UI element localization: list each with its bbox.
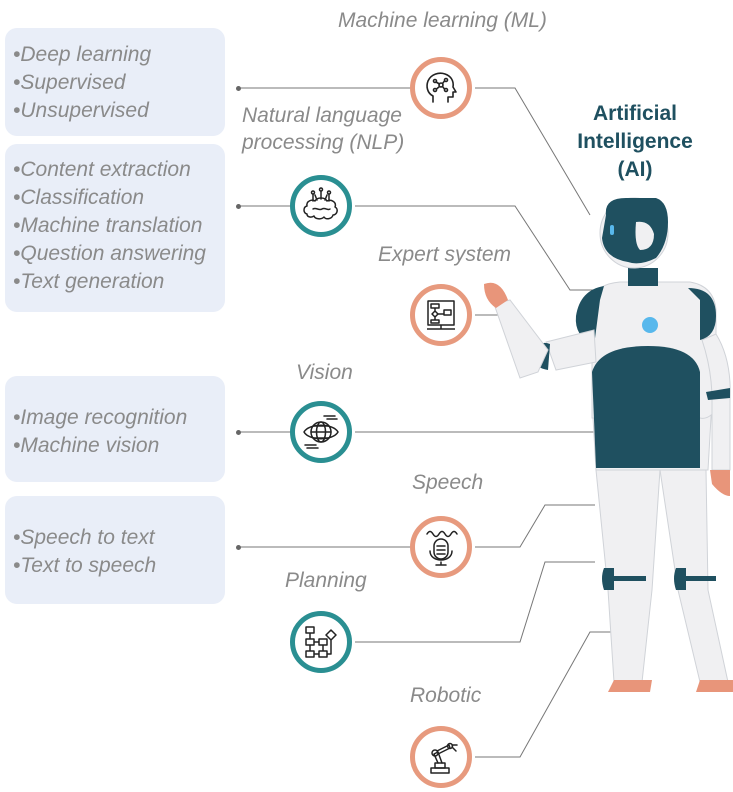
- robot-left-upper-arm: [545, 329, 597, 371]
- robot-left-knee: [602, 568, 614, 590]
- title-line: Intelligence: [577, 130, 693, 153]
- flowchart-icon: [305, 626, 337, 658]
- list-item: Image recognition: [13, 404, 187, 432]
- nlp-node: [290, 175, 352, 237]
- robot-eye: [610, 225, 614, 235]
- list-item: Machine vision: [13, 432, 187, 460]
- robot-right-knee-band: [686, 576, 716, 581]
- connector-dot: [236, 86, 241, 91]
- robot-face: [602, 198, 668, 264]
- brain-head-icon: [426, 72, 457, 103]
- robot-right-foot: [696, 680, 733, 692]
- robot-left-foot: [608, 680, 652, 692]
- robot-right-knee: [674, 568, 686, 590]
- expert-system-node: [410, 284, 472, 346]
- title-line: Artificial: [592, 102, 678, 125]
- robot-chest-light: [642, 317, 658, 333]
- list-item: Unsupervised: [13, 97, 151, 125]
- circuit-brain-icon: [303, 187, 338, 220]
- speech-node: [410, 516, 472, 578]
- vision-details-box: Image recognition Machine vision: [5, 376, 225, 482]
- robot-left-forearm: [493, 299, 549, 379]
- microphone-icon: [426, 530, 458, 566]
- list-item: Content extraction: [13, 156, 206, 184]
- connector-dot: [236, 204, 241, 209]
- ml-node: [410, 57, 472, 119]
- list-item: Supervised: [13, 69, 151, 97]
- robot-left-shoulder: [575, 286, 604, 346]
- list-item: Deep learning: [13, 41, 151, 69]
- node-label-nlp-line1: Natural language: [242, 104, 402, 127]
- robot-ear: [635, 221, 654, 250]
- list-item: Text generation: [13, 268, 206, 296]
- node-label-nlp-line2: processing (NLP): [242, 131, 405, 154]
- node-label-ml: Machine learning (ML): [338, 9, 547, 32]
- node-label-expert-system: Expert system: [378, 243, 512, 266]
- robot-chest-plate: [592, 346, 700, 468]
- node-label-robotic: Robotic: [410, 684, 482, 707]
- robot-right-shoulder: [688, 288, 716, 340]
- list-item: Machine translation: [13, 212, 206, 240]
- robot-right-hand: [710, 470, 730, 496]
- flowchart-screen-icon: [427, 300, 455, 330]
- globe-eye-icon: [303, 415, 339, 449]
- title-line: (AI): [617, 158, 653, 181]
- vision-node: [290, 401, 352, 463]
- node-label-speech: Speech: [412, 471, 484, 494]
- robot-left-knee-band: [614, 576, 646, 581]
- robot-right-elbow: [706, 388, 730, 400]
- planning-node: [290, 611, 352, 673]
- list-item: Question answering: [13, 240, 206, 268]
- robotic-node: [410, 726, 472, 788]
- robot-left-hand: [484, 282, 508, 308]
- list-item: Classification: [13, 184, 206, 212]
- node-label-vision: Vision: [296, 361, 353, 384]
- list-item: Speech to text: [13, 524, 156, 552]
- node-label-planning: Planning: [285, 569, 367, 592]
- robot-neck: [628, 268, 658, 286]
- robot-arm-icon: [430, 742, 458, 774]
- ml-details-box: Deep learning Supervised Unsupervised: [5, 28, 225, 136]
- diagram-title: Artificial Intelligence (AI): [560, 100, 710, 184]
- robot-illustration: [484, 197, 733, 692]
- connector-dot: [236, 545, 241, 550]
- speech-details-box: Speech to text Text to speech: [5, 496, 225, 604]
- list-item: Text to speech: [13, 552, 156, 580]
- nlp-details-box: Content extraction Classification Machin…: [5, 144, 225, 312]
- connector-dot: [236, 430, 241, 435]
- robot-right-arm: [701, 333, 731, 471]
